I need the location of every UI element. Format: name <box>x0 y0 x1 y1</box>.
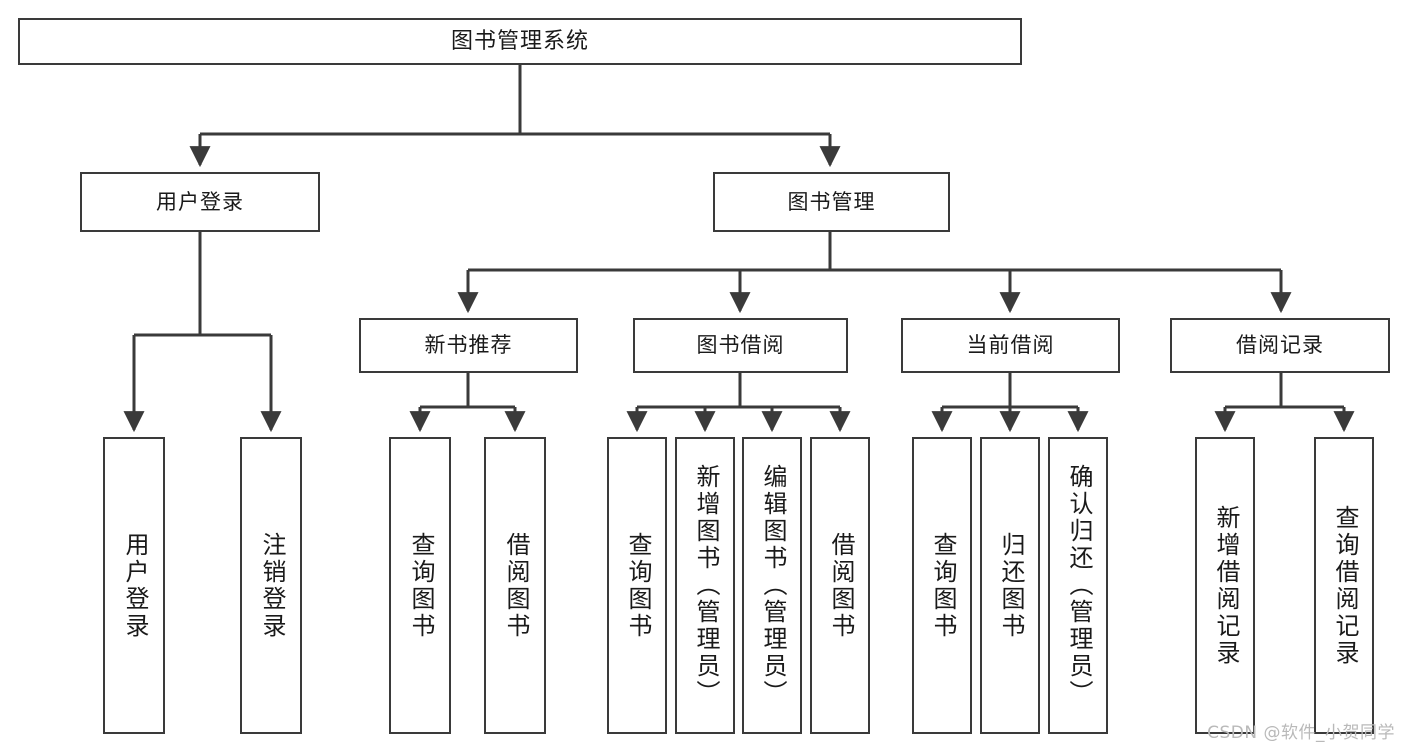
leaf-label: 借阅图书 <box>501 531 530 640</box>
leaf-new-book-2[interactable]: 借阅图书 <box>484 437 546 734</box>
node-root-label: 图书管理系统 <box>450 28 589 54</box>
leaf-label: 新增借阅记录 <box>1211 504 1240 667</box>
leaf-current-borrow-3[interactable]: 确认归还（管理员） <box>1048 437 1108 734</box>
leaf-label: 编辑图书（管理员） <box>758 464 787 707</box>
leaf-label: 注销登录 <box>257 531 286 640</box>
leaf-borrow-record-1[interactable]: 新增借阅记录 <box>1195 437 1255 734</box>
leaf-book-borrow-2[interactable]: 新增图书（管理员） <box>675 437 735 734</box>
leaf-label: 归还图书 <box>996 531 1025 640</box>
leaf-current-borrow-2[interactable]: 归还图书 <box>980 437 1040 734</box>
node-book-manage[interactable]: 图书管理 <box>713 172 950 232</box>
leaf-label: 查询借阅记录 <box>1330 504 1359 667</box>
node-root[interactable]: 图书管理系统 <box>18 18 1022 65</box>
leaf-user-login-2[interactable]: 注销登录 <box>240 437 302 734</box>
leaf-book-borrow-4[interactable]: 借阅图书 <box>810 437 870 734</box>
leaf-book-borrow-3[interactable]: 编辑图书（管理员） <box>742 437 802 734</box>
leaf-label: 借阅图书 <box>826 531 855 640</box>
leaf-label: 新增图书（管理员） <box>691 464 720 707</box>
leaf-borrow-record-2[interactable]: 查询借阅记录 <box>1314 437 1374 734</box>
leaf-label: 查询图书 <box>623 531 652 640</box>
leaf-label: 用户登录 <box>120 531 149 640</box>
node-book-borrow[interactable]: 图书借阅 <box>633 318 848 373</box>
node-borrow-record-label: 借阅记录 <box>1236 333 1324 358</box>
node-book-manage-label: 图书管理 <box>787 189 876 214</box>
node-book-borrow-label: 图书借阅 <box>696 333 785 358</box>
leaf-current-borrow-1[interactable]: 查询图书 <box>912 437 972 734</box>
leaf-book-borrow-1[interactable]: 查询图书 <box>607 437 667 734</box>
node-new-book-recommend[interactable]: 新书推荐 <box>359 318 578 373</box>
node-current-borrow[interactable]: 当前借阅 <box>901 318 1120 373</box>
leaf-new-book-1[interactable]: 查询图书 <box>389 437 451 734</box>
node-new-book-recommend-label: 新书推荐 <box>424 333 513 358</box>
leaf-user-login-1[interactable]: 用户登录 <box>103 437 165 734</box>
node-user-login-label: 用户登录 <box>156 189 244 214</box>
node-current-borrow-label: 当前借阅 <box>966 333 1055 358</box>
leaf-label: 确认归还（管理员） <box>1064 464 1093 707</box>
node-borrow-record[interactable]: 借阅记录 <box>1170 318 1390 373</box>
node-user-login[interactable]: 用户登录 <box>80 172 320 232</box>
leaf-label: 查询图书 <box>928 531 957 640</box>
leaf-label: 查询图书 <box>406 531 435 640</box>
